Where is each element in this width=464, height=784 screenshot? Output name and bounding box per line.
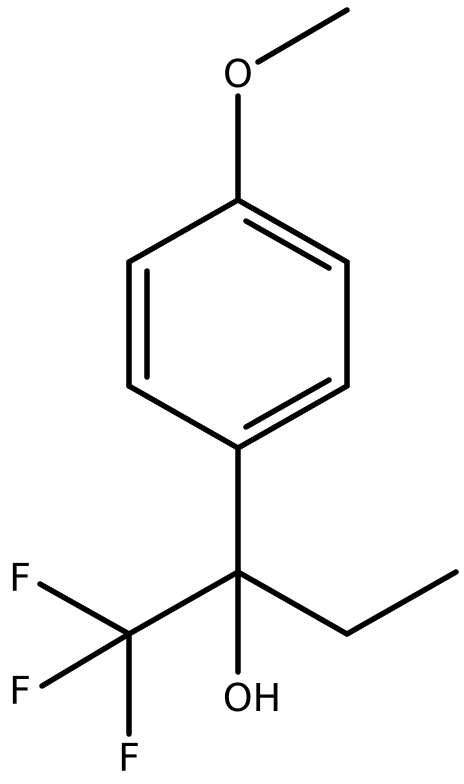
bond-c-f-middle [39, 631, 132, 689]
bond-c3-c4 [344, 569, 459, 637]
bond-ring-3 [235, 383, 350, 451]
atom-f-bottom: F [118, 736, 140, 780]
bond-ring-6 [126, 197, 241, 265]
bond-c2-c3 [235, 569, 350, 637]
bond-ring-double-1 [243, 218, 332, 271]
bond-methyl-o [255, 7, 350, 65]
bond-c2-cf3 [126, 569, 241, 637]
atom-oh: OH [223, 676, 281, 720]
bond-ring-4 [126, 383, 241, 451]
atom-f-top: F [9, 556, 31, 600]
atom-o-methoxy: O [223, 52, 253, 96]
bond-ring-1 [235, 197, 350, 265]
atom-f-middle: F [9, 669, 31, 713]
bond-ring-double-2 [243, 377, 332, 430]
bond-c-f-top [37, 581, 132, 637]
